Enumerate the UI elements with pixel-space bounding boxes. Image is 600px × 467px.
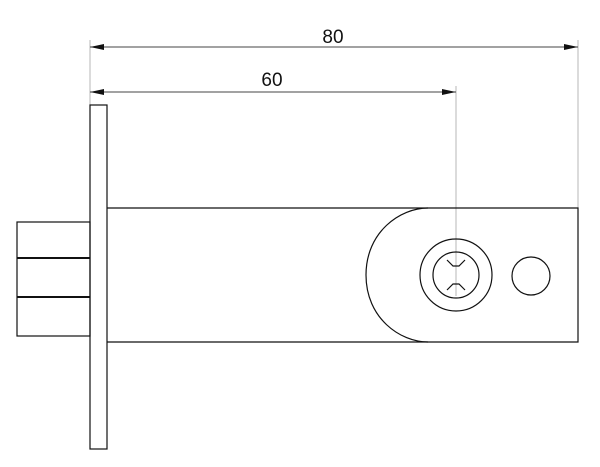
faceplate <box>89 104 108 450</box>
dimension-overall: 80 <box>89 27 579 208</box>
arrowhead-right-overall <box>564 44 578 50</box>
latch-bolt <box>16 221 91 337</box>
spindle-hub <box>419 238 493 312</box>
arrowhead-left-backset <box>90 89 104 95</box>
spindle-square-notch <box>446 259 466 291</box>
latch-case <box>107 207 579 343</box>
dimension-backset: 60 <box>90 70 457 296</box>
arrowhead-left-overall <box>90 44 104 50</box>
latch-case-rounded-end <box>365 207 429 343</box>
dimension-label-backset: 60 <box>261 70 282 91</box>
dimension-label-overall: 80 <box>322 27 343 48</box>
fixing-hole <box>511 256 551 296</box>
latch-case-outline <box>107 207 579 343</box>
arrowhead-right-backset <box>442 89 456 95</box>
latch-bolt-body <box>16 221 91 337</box>
spindle-hub-inner <box>432 251 480 299</box>
spindle-hub-outer <box>419 238 493 312</box>
